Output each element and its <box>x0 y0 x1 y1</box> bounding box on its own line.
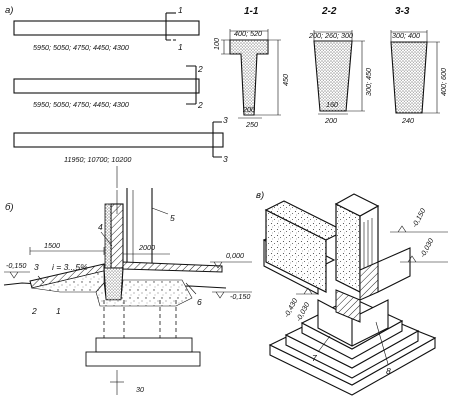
column <box>335 203 361 293</box>
callout-5: 5 <box>170 213 175 223</box>
cut-3-top-label: 3 <box>223 115 228 125</box>
level-left: -0,150 <box>6 261 26 270</box>
level-right: -0,150 <box>230 292 250 301</box>
panel-v-label: в) <box>256 190 264 201</box>
section-3-3-title: 3-3 <box>395 6 410 17</box>
section-2-2-top-width: 200; 260; 300 <box>308 31 353 40</box>
section-2-2-base-width: 200 <box>324 116 337 125</box>
section-2-2-height: 300; 450 <box>364 68 373 96</box>
section-1-1-title: 1-1 <box>244 6 259 17</box>
section-1-1: 1-1 400; 520 100 450 200 250 <box>212 6 290 129</box>
section-1-1-bottom-width: 200 <box>242 105 255 114</box>
dim-1500: 1500 <box>44 241 60 250</box>
section-3-3-bottom-width: 240 <box>401 116 414 125</box>
callout-7: 7 <box>312 353 317 363</box>
cut-3-bottom-label: 3 <box>223 154 228 164</box>
cut-2-bottom-label: 2 <box>197 100 203 110</box>
floor-slab <box>122 261 223 273</box>
level-zero: 0,000 <box>226 251 244 260</box>
slope-label: i = 3...5% <box>52 262 88 272</box>
beam-3-lengths: 11950; 10700; 10200 <box>64 155 131 164</box>
cut-1-top-label: 1 <box>178 5 183 15</box>
dim-2000: 2000 <box>138 243 155 252</box>
beam-2 <box>13 78 200 94</box>
section-2-2-bottom-width: 160 <box>326 100 338 109</box>
callout-4: 4 <box>98 222 103 232</box>
beam-1 <box>13 20 200 36</box>
callout-2: 2 <box>31 306 37 316</box>
section-3-3: 3-3 300; 400 400; 600 240 <box>390 6 448 125</box>
beam-1-lengths: 5950; 5050; 4750; 4450; 4300 <box>33 43 129 52</box>
section-3-3-height: 400; 600 <box>439 68 448 96</box>
panel-v: в) -0,150 -0,030 -0,430 -0,030 <box>256 190 448 396</box>
section-1-1-height: 450 <box>281 74 290 86</box>
section-3-3-top-width: 300; 400 <box>392 31 420 40</box>
level-b: -0,030 <box>418 237 436 259</box>
cut-1-bottom-label: 1 <box>178 42 183 52</box>
dim-30: 30 <box>136 385 144 394</box>
panel-a: а) 1 1 5950; 5050; 4750; 4450; 4300 2 2 … <box>5 5 228 164</box>
section-1-1-base-width: 250 <box>245 120 258 129</box>
panel-a-label: а) <box>5 5 13 16</box>
panel-b-label: б) <box>5 202 14 213</box>
section-1-1-top-width: 400; 520 <box>234 29 262 38</box>
beam-2-lengths: 5950; 5050; 4750; 4450; 4300 <box>33 100 129 109</box>
section-2-2-title: 2-2 <box>321 6 337 17</box>
section-3-3-shape <box>390 41 428 114</box>
beam-3 <box>13 132 224 148</box>
callout-8: 8 <box>386 366 391 376</box>
foundation-beam-section <box>103 267 124 301</box>
cut-2-top-label: 2 <box>197 64 203 74</box>
section-2-2: 2-2 200; 260; 300 300; 450 160 200 <box>308 6 373 125</box>
level-a: -0,150 <box>410 207 428 229</box>
callout-6: 6 <box>197 297 202 307</box>
panel-b: б) 30 1500 <box>3 166 252 395</box>
section-1-1-shape <box>229 39 269 116</box>
callout-3: 3 <box>34 262 39 272</box>
section-1-1-flange-height: 100 <box>212 38 221 50</box>
callout-1: 1 <box>56 306 61 316</box>
